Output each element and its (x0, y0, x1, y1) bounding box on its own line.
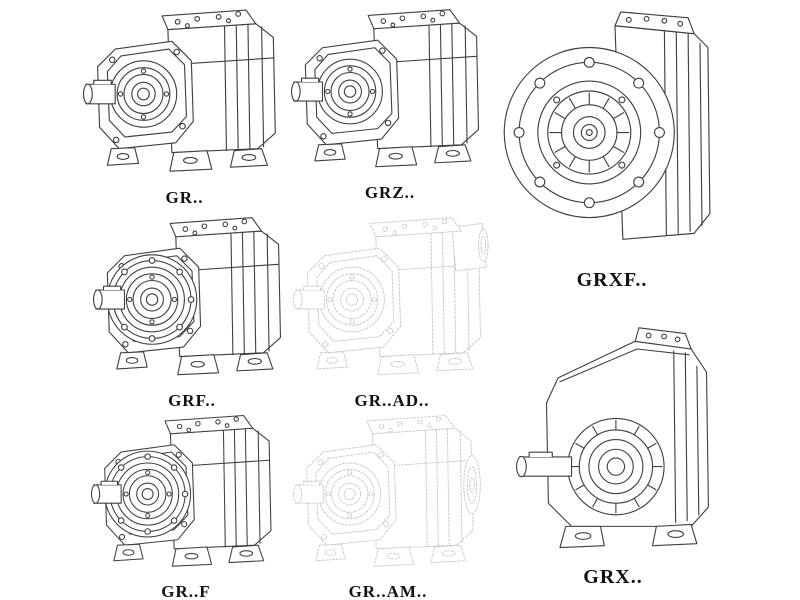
grf-flange-gearbox-drawing (92, 212, 292, 388)
figure-grf: GRF.. (92, 212, 292, 411)
grz-foot-mounted-gearbox-drawing (290, 4, 490, 180)
figure-label-gr-ad: GR..AD.. (354, 391, 430, 410)
figure-label-gr-f: GR..F (161, 582, 211, 600)
figure-grxf: GRXF.. (498, 4, 726, 292)
figure-label-gr-am: GR..AM.. (348, 582, 428, 600)
gr-f-flange-gearbox-drawing (90, 410, 282, 579)
grx-foot-mounted-gearbox-drawing (516, 327, 709, 549)
figure-label-grxf: GRXF.. (576, 269, 648, 291)
figure-gr: GR.. (82, 4, 287, 208)
gr-am-motor-flange-gearbox-drawing (292, 410, 484, 579)
gr-ad-adapter-gearbox-drawing (292, 212, 492, 388)
figure-label-grz: GRZ.. (364, 183, 416, 202)
figure-grz: GRZ.. (290, 4, 490, 203)
figure-grx: GRX.. (502, 322, 724, 589)
figure-label-grf: GRF.. (168, 391, 216, 410)
figure-gr-f: GR..F (90, 410, 282, 600)
figure-label-grx: GRX.. (583, 566, 643, 588)
figure-label-gr: GR.. (165, 188, 204, 207)
gr-foot-mounted-gearbox-drawing (82, 4, 287, 185)
figure-gr-am: GR..AM.. (292, 410, 484, 600)
figure-gr-ad: GR..AD.. (292, 212, 492, 411)
grxf-flange-mounted-gearbox-drawing (503, 11, 711, 240)
